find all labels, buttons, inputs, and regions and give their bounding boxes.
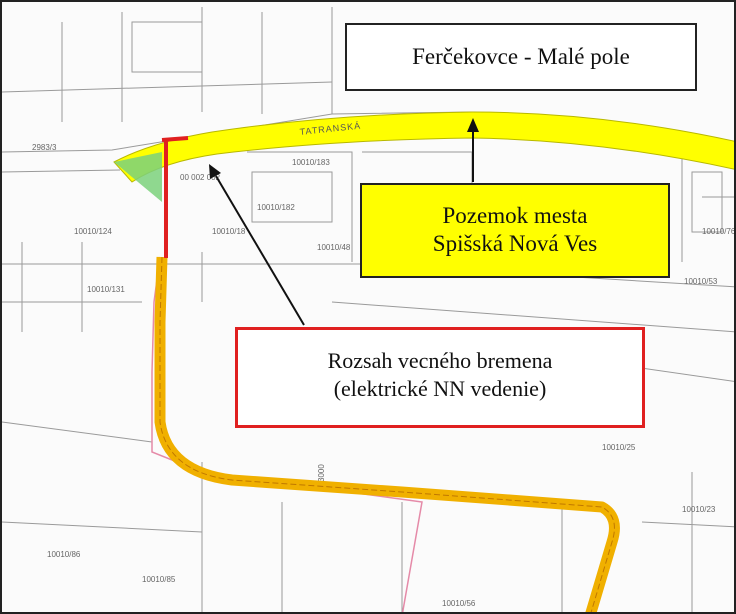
city-parcel-line-1: Pozemok mesta [442,203,588,228]
arrow-head-icon [467,118,479,132]
arrows [209,118,479,326]
pink-boundary [151,256,423,612]
parcel-label: 10010/48 [317,243,351,252]
parcel-number-labels: 2983/3 10010/124 10010/131 10010/182 100… [32,143,736,608]
access-path [154,256,620,612]
map-title-box: Ferčekovce - Malé pole [345,23,697,91]
city-parcel-line-2: Spišská Nová Ves [432,231,598,256]
parcel-label: 10010/23 [682,505,716,514]
easement-callout: Rozsah vecného bremena (elektrické NN ve… [235,327,645,428]
parcel-label: 10010/86 [47,550,81,559]
parcel-label: 10010/56 [442,599,476,608]
parcel-label: 10010/76 [702,227,736,236]
arrow-head-icon [209,164,221,179]
misc-label: 00 002 002 [180,173,221,182]
parcel-label: 2983/3 [32,143,57,152]
arrow-easement [215,175,305,326]
green-area [114,152,162,202]
parcel-label: 10010/85 [142,575,176,584]
easement-line-1: Rozsah vecného bremena [327,348,553,373]
easement-line [161,136,189,258]
parcel-label: 10010/53 [684,277,718,286]
city-parcel-road [113,111,734,183]
map-title: Ferčekovce - Malé pole [412,44,630,69]
parcel-label: 10010/18 [212,227,246,236]
city-parcel-callout: Pozemok mesta Spišská Nová Ves [360,183,670,278]
parcel-label: 10010/182 [257,203,295,212]
easement-line-2: (elektrické NN vedenie) [333,376,547,401]
access-path-centerline [159,256,615,612]
parcel-label: 10010/183 [292,158,330,167]
parcel-label: 10010/124 [74,227,112,236]
parcel-boundaries [2,7,734,612]
parcel-label: 10010/131 [87,285,125,294]
misc-label: 3000 [317,464,326,482]
parcel-label: 10010/25 [602,443,636,452]
